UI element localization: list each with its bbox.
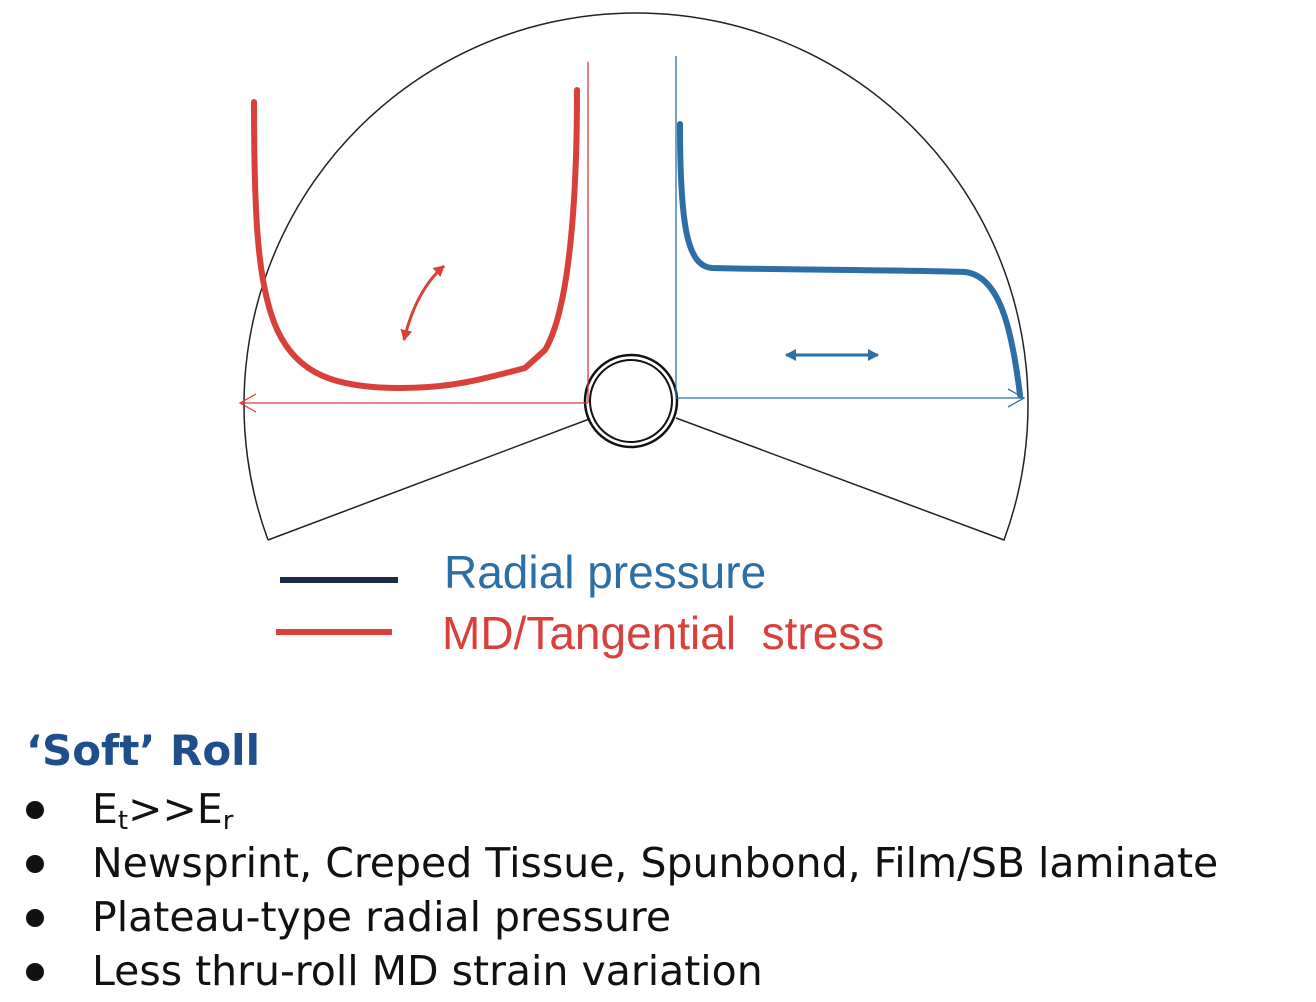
bullet-text: >>E — [128, 785, 223, 833]
bullet-dot — [26, 801, 44, 819]
legend-radial-label: Radial pressure — [444, 546, 766, 598]
md-stress-curve — [251, 87, 580, 391]
subscript-text: r — [222, 806, 234, 836]
bullet-text: Plateau-type radial pressure — [92, 893, 672, 941]
md-axis-arrowhead — [238, 393, 257, 413]
bullet-dot — [26, 855, 44, 873]
legend-md-label: MD/Tangential stress — [442, 607, 884, 659]
subscript-text: t — [117, 806, 129, 836]
bullet-dot — [26, 909, 44, 927]
roll-core-inner — [589, 359, 673, 443]
bullet-item: Newsprint, Creped Tissue, Spunbond, Film… — [26, 836, 1306, 890]
bullet-item: Plateau-type radial pressure — [26, 890, 1306, 944]
radial-axis-arrowhead — [1007, 388, 1026, 408]
bullet-item: Less thru-roll MD strain variation — [26, 944, 1306, 998]
roll-core — [583, 353, 679, 449]
bullet-item: Et>>Er — [26, 782, 1306, 836]
soft-roll-diagram: Radial pressure MD/Tangential stress — [238, 12, 1029, 659]
radial-pressure-curve — [677, 121, 1023, 398]
bullet-text: E — [92, 785, 118, 833]
roll-outline — [243, 12, 1029, 541]
bullet-text: Less thru-roll MD strain variation — [92, 947, 763, 995]
bullet-dot — [26, 963, 44, 981]
bullet-text: Newsprint, Creped Tissue, Spunbond, Film… — [92, 839, 1219, 887]
caption-title: ‘Soft’ Roll — [26, 726, 260, 775]
md-variation-arrow — [400, 264, 445, 341]
